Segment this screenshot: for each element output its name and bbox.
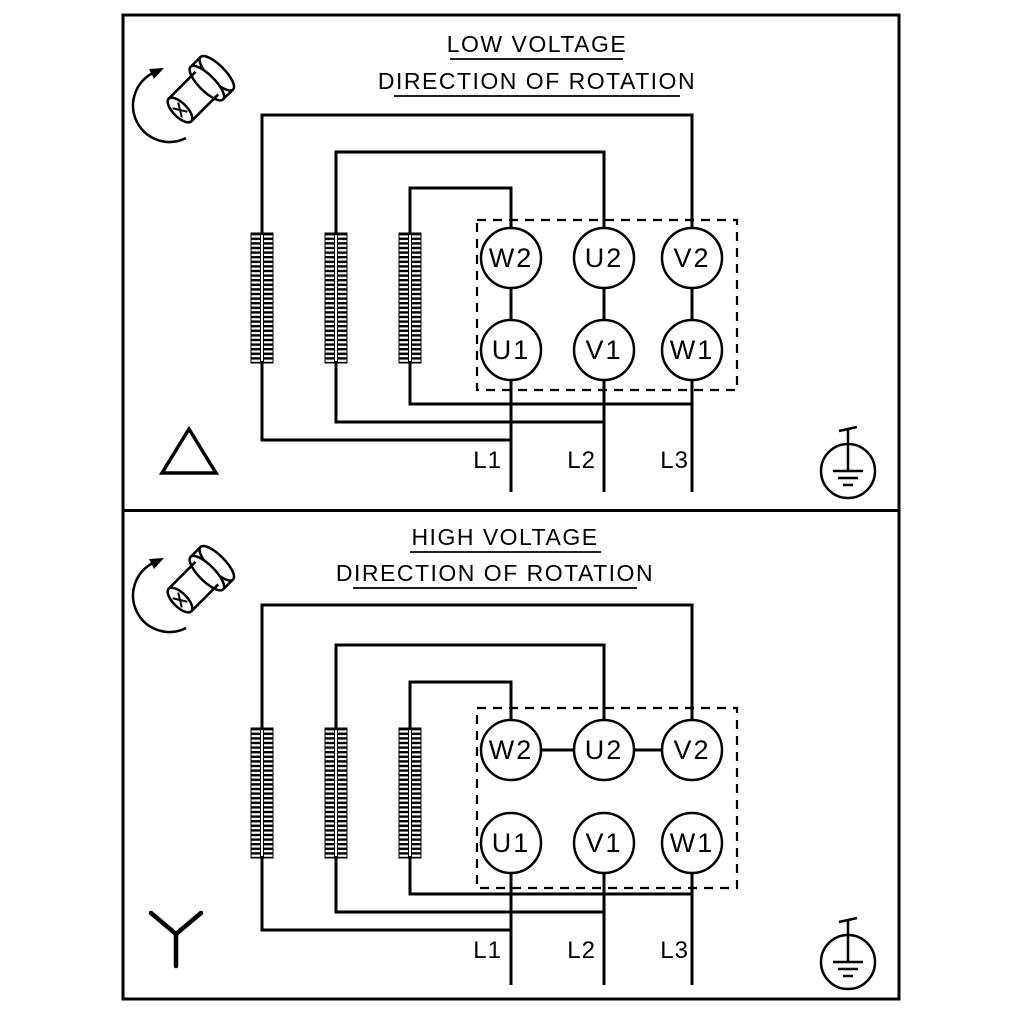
svg-text:W2: W2 (489, 735, 534, 765)
terminal-w1: W1 (660, 811, 724, 875)
svg-text:U2: U2 (585, 243, 624, 273)
supply-label-l3: L3 (660, 937, 689, 964)
terminal-w1: W1 (660, 318, 724, 382)
terminal-board-outline (475, 706, 739, 890)
terminal-w2: W2 (479, 226, 543, 290)
svg-text:U1: U1 (492, 828, 531, 858)
supply-label-l1: L1 (473, 937, 502, 964)
panel-low-voltage: LOW VOLTAGE DIRECTION OF ROTATION L1 L2 … (131, 31, 877, 500)
supply-label-l1: L1 (473, 447, 502, 474)
delta-symbol (158, 425, 220, 475)
winding-coil-2 (324, 727, 348, 859)
svg-text:V2: V2 (673, 243, 710, 273)
supply-lines (509, 873, 694, 985)
svg-text:W1: W1 (670, 828, 715, 858)
panel-high-voltage: HIGH VOLTAGE DIRECTION OF ROTATION L1 L2… (131, 524, 877, 991)
svg-text:V2: V2 (673, 735, 710, 765)
supply-label-l2: L2 (567, 447, 596, 474)
rotation-shaft-icon (131, 540, 240, 634)
panel-title: HIGH VOLTAGE (411, 524, 598, 550)
panel-title: LOW VOLTAGE (447, 31, 628, 57)
rotation-shaft-icon (131, 50, 240, 144)
terminal-v1: V1 (572, 318, 636, 382)
winding-coil-2 (324, 232, 348, 364)
terminal-w2: W2 (479, 718, 543, 782)
panel-subtitle: DIRECTION OF ROTATION (378, 68, 696, 94)
terminal-v2: V2 (660, 718, 724, 782)
terminal-u1: U1 (479, 318, 543, 382)
winding-wires (260, 113, 694, 442)
winding-coil-1 (250, 232, 274, 364)
terminal-board: W2 U2 V2 U1 V1 W1 (475, 706, 739, 890)
winding-coil-3 (398, 727, 422, 859)
svg-text:W1: W1 (670, 335, 715, 365)
winding-coil-1 (250, 727, 274, 859)
terminal-board: W2 U2 V2 U1 V1 W1 (475, 218, 739, 392)
panel-subtitle: DIRECTION OF ROTATION (336, 560, 654, 586)
star-symbol (148, 910, 204, 969)
terminal-u2: U2 (572, 718, 636, 782)
svg-text:V1: V1 (585, 335, 622, 365)
terminal-board-outline (475, 218, 739, 392)
svg-text:V1: V1 (585, 828, 622, 858)
winding-coil-3 (398, 232, 422, 364)
terminal-u2: U2 (572, 226, 636, 290)
supply-label-l3: L3 (660, 447, 689, 474)
winding-wires (260, 603, 694, 932)
terminal-u1: U1 (479, 811, 543, 875)
terminal-v1: V1 (572, 811, 636, 875)
svg-text:U1: U1 (492, 335, 531, 365)
earth-ground-icon (819, 425, 877, 500)
supply-label-l2: L2 (567, 937, 596, 964)
terminal-v2: V2 (660, 226, 724, 290)
outer-border (121, 13, 901, 1001)
svg-text:W2: W2 (489, 243, 534, 273)
supply-lines (509, 380, 694, 492)
svg-text:U2: U2 (585, 735, 624, 765)
earth-ground-icon (819, 916, 877, 991)
